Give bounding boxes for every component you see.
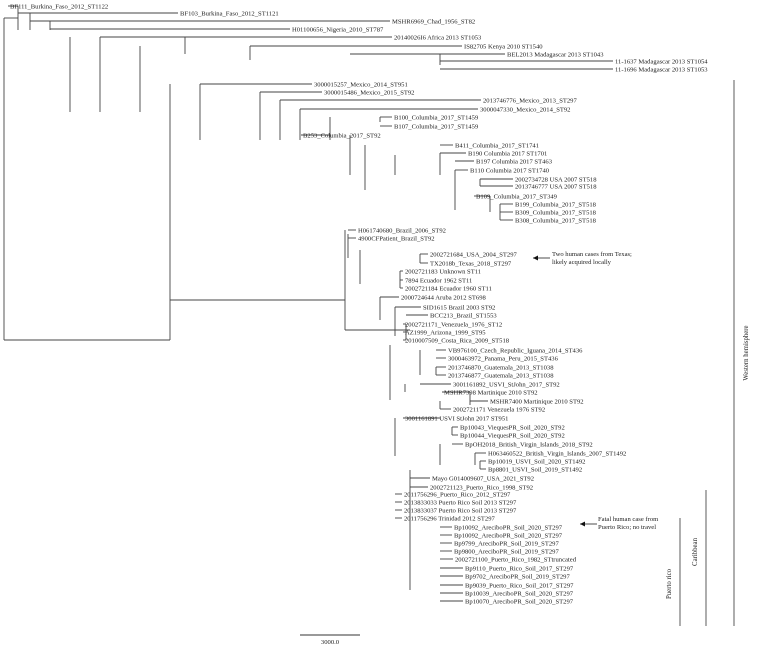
tip-label: B190 Columbia 2017 ST1701 bbox=[468, 150, 547, 157]
tip-label: B199_Columbia_2017_ST518 bbox=[515, 201, 597, 208]
tip-label: 4900CFPatient_Brazil_ST92 bbox=[358, 235, 435, 242]
tip-label: 7894 Ecuador 1962 ST11 bbox=[405, 277, 472, 284]
tip-label: 2002734728 USA 2007 ST518 bbox=[515, 176, 597, 183]
tip-label: Bp10092_AreciboPR_Soil_2020_ST297 bbox=[454, 532, 563, 539]
tip-label: 2011756296 Trinidad 2012 ST297 bbox=[404, 515, 495, 522]
tip-label: B100_Columbia_2017_ST1459 bbox=[394, 114, 479, 121]
fatal-case-arrow-head-icon bbox=[580, 521, 585, 527]
tip-label: B308_Columbia_2017_ST518 bbox=[515, 217, 597, 224]
tip-label: VB976100_Czech_Republic_Iguana_2014_ST43… bbox=[448, 347, 583, 354]
tip-label: Bp10043_ViequesPR_Soil_2020_ST92 bbox=[460, 424, 565, 431]
tip-label: 3000015257_Mexico_2014_ST951 bbox=[314, 81, 408, 88]
tip-label: IS82705 Kenya 2010 ST1540 bbox=[464, 43, 543, 50]
tip-label: 2013746777 USA 2007 ST518 bbox=[515, 183, 597, 190]
tip-label: Bp10092_AreciboPR_Soil_2020_ST297 bbox=[454, 524, 563, 531]
tip-label: AZ1999_Arizona_1999_ST95 bbox=[405, 329, 486, 336]
scale-bar: 3000.0 bbox=[300, 634, 360, 646]
tip-label: Mayo G014009607_USA_2021_ST92 bbox=[432, 475, 534, 482]
tree-branches bbox=[3, 5, 613, 602]
texas-arrow-head-icon bbox=[533, 255, 538, 261]
tip-label: 2013833033 Puerto Rico Soil 2013 ST297 bbox=[404, 499, 517, 506]
tip-label: B411_Columbia_2017_ST1741 bbox=[455, 142, 539, 149]
tip-label: B197 Columbia 2017 ST463 bbox=[476, 158, 553, 165]
tip-label: 2002721184 Ecuador 1960 ST11 bbox=[405, 285, 492, 292]
tip-label: Bp9799_AreciboPR_Soil_2019_ST297 bbox=[454, 540, 559, 547]
tip-label: MSHR7398 Martinique 2010 ST92 bbox=[444, 389, 538, 396]
fatal-case-annotation-line-2: Puerto Rico; no travel bbox=[598, 524, 656, 531]
caribbean-label: Caribbean bbox=[692, 537, 699, 566]
tip-label: BpOH2018_British_Virgin_Islands_2018_ST9… bbox=[465, 441, 593, 448]
tip-label: H01100656_Nigeria_2010_ST787 bbox=[292, 26, 384, 33]
tip-label: H063460522_British_Virgin_Islands_2007_S… bbox=[488, 450, 626, 457]
tip-label: B107_Columbia_2017_ST1459 bbox=[394, 123, 479, 130]
tip-label: Bp9039_Puerto_Rico_Soil_2017_ST297 bbox=[465, 582, 574, 589]
puerto-rico-label: Puerto rico bbox=[666, 568, 673, 599]
tip-label: B309_Columbia_2017_ST518 bbox=[515, 209, 597, 216]
tip-label: 2000724644 Aruba 2012 ST698 bbox=[401, 294, 487, 301]
tip-label: B109_Columbia_2017_ST349 bbox=[476, 193, 558, 200]
tip-label: Bp9110_Puerto_Rico_Soil_2017_ST297 bbox=[465, 565, 574, 572]
fatal-case-annotation: Fatal human case from Puerto Rico; no tr… bbox=[580, 516, 659, 531]
texas-annotation-line-2: likely acquired locally bbox=[552, 259, 612, 266]
tip-label: H061740680_Brazil_2006_ST92 bbox=[358, 227, 446, 234]
tip-label: 2002721171 Venezuela 1976 ST92 bbox=[453, 406, 545, 413]
tip-label: 2013746870_Guatemala_2013_ST1038 bbox=[448, 364, 554, 371]
tip-label: 2013833037 Puerto Rico Soil 2013 ST297 bbox=[404, 507, 517, 514]
tip-label: MSHR6969_Chad_1956_ST82 bbox=[392, 18, 475, 25]
tip-label: SID1615 Brazil 2003 ST92 bbox=[423, 304, 495, 311]
texas-annotation-line-1: Two human cases from Texas; bbox=[552, 251, 632, 258]
tip-label: Bp9800_AreciboPR_Soil_2019_ST297 bbox=[454, 548, 559, 555]
tip-label: 20140026I6 Africa 2013 ST1053 bbox=[394, 34, 482, 41]
tip-label: 3001161892_USVI_StJohn_2017_ST92 bbox=[453, 381, 560, 388]
tip-label: 2002721183 Unknown ST11 bbox=[405, 268, 481, 275]
tip-label: 2010007509_Costa_Rica_2009_ST518 bbox=[405, 337, 510, 344]
tip-label: 2002721100_Puerto_Rico_1982_STtruncated bbox=[455, 556, 577, 563]
tip-label: 11-1637 Madagascar 2013 ST1054 bbox=[615, 58, 708, 65]
tip-label: Bp8801_USVI_Soil_2019_ST1492 bbox=[488, 466, 582, 473]
tip-label: 3000047330_Mexico_2014_ST92 bbox=[480, 106, 570, 113]
tip-label: BCC213_Brazil_ST1553 bbox=[430, 312, 497, 319]
tip-label: 2011756296_Puerto_Rico_2012_ST297 bbox=[404, 491, 511, 498]
clade-brackets: Western hemisphere Caribbean Puerto rico bbox=[666, 80, 750, 626]
tip-label: 2013746877_Guatemala_2013_ST1038 bbox=[448, 372, 554, 379]
tip-label: MSHR7400 Martinique 2010 ST92 bbox=[490, 398, 584, 405]
tip-label: 3000463972_Panama_Peru_2015_ST436 bbox=[448, 355, 559, 362]
tip-label: BF111_Burkina_Faso_2012_ST1122 bbox=[10, 3, 108, 10]
tip-label: 2002721171_Venezuela_1976_ST12 bbox=[405, 321, 502, 328]
tip-label: 3000015486_Mexico_2015_ST92 bbox=[324, 89, 414, 96]
tip-label: TX2018b_Texas_2018_ST297 bbox=[430, 260, 512, 267]
tree-tip-labels: BF111_Burkina_Faso_2012_ST1122BF103_Burk… bbox=[10, 3, 708, 605]
tip-label: Bp10019_USVI_Soil_2020_ST1492 bbox=[488, 458, 585, 465]
tip-label: 2013746776_Mexico_2013_ST297 bbox=[483, 97, 577, 104]
scale-bar-label: 3000.0 bbox=[321, 639, 340, 646]
tip-label: 11-1696 Madagascar 2013 ST1053 bbox=[615, 66, 708, 73]
tip-label: Bp10039_AreciboPR_Soil_2020_ST297 bbox=[465, 590, 574, 597]
tip-label: BF103_Burkina_Faso_2012_ST1121 bbox=[180, 10, 279, 17]
tip-label: Bp9702_AreciboPR_Soil_2019_ST297 bbox=[465, 573, 570, 580]
tip-label: 2002721123_Puerto_Rico_1998_ST92 bbox=[430, 484, 533, 491]
tip-label: 2002721684_USA_2004_ST297 bbox=[430, 251, 518, 258]
fatal-case-annotation-line-1: Fatal human case from bbox=[598, 516, 659, 523]
tip-label: B253_Columbia_2017_ST92 bbox=[303, 132, 381, 139]
tip-label: Bp10070_AreciboPR_Soil_2020_ST297 bbox=[465, 598, 574, 605]
tip-label: B110 Columbia 2017 ST1740 bbox=[470, 167, 550, 174]
tip-label: BEL2013 Madagascar 2013 ST1043 bbox=[507, 51, 604, 58]
western-hemisphere-label: Western hemisphere bbox=[743, 325, 750, 380]
texas-annotation: Two human cases from Texas; likely acqui… bbox=[533, 251, 632, 266]
tip-label: 3001161891 USVI StJohn 2017 ST951 bbox=[405, 415, 508, 422]
tip-label: Bp10044_ViequesPR_Soil_2020_ST92 bbox=[460, 432, 565, 439]
